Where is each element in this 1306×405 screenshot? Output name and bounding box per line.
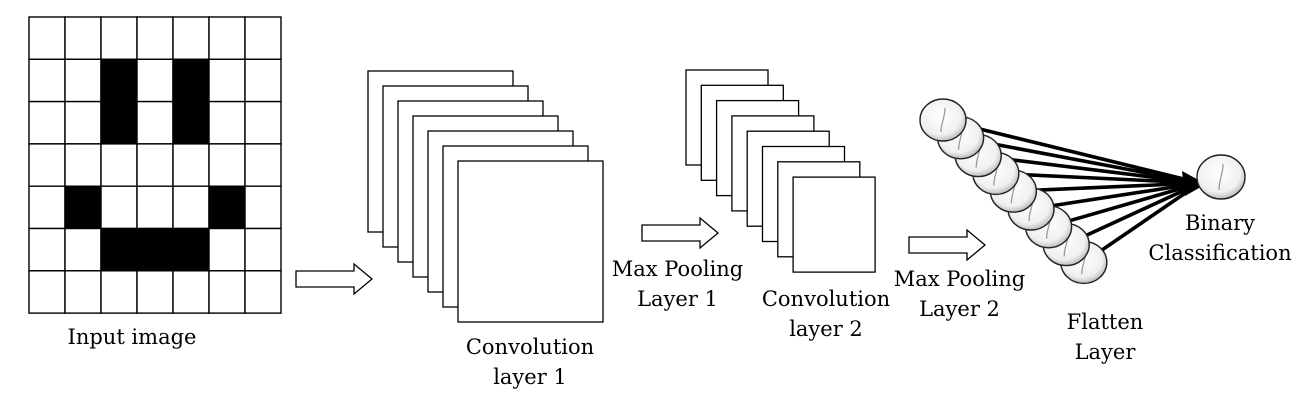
connection-line [995,171,1201,185]
grid-cell [244,270,282,314]
grid-cell-filled [172,58,210,103]
grid-cell [244,100,282,145]
feature-map [792,176,876,273]
grid-cell [28,143,66,187]
grid-cell-filled [64,185,102,230]
grid-cell-filled [172,227,210,272]
grid-cell [64,16,102,60]
connection-line [1013,181,1201,193]
grid-cell [208,100,246,145]
grid-cell [28,100,66,145]
grid-cell [64,227,102,272]
binary-classification-label: Binary Classification [1148,211,1292,265]
conv-layer-2-maps [685,69,876,273]
grid-cell [28,270,66,314]
grid-cell-filled [208,185,246,230]
grid-cell [244,227,282,272]
grid-cell-filled [172,100,210,145]
flatten-layer-label: Flatten Layer [1066,310,1144,364]
grid-cell-filled [100,227,138,272]
grid-cell [172,143,210,187]
activation-curve [1218,163,1224,191]
grid-cell [244,16,282,60]
arrow-conv1-to-pool1 [641,216,720,250]
grid-cell [172,16,210,60]
grid-cell [208,58,246,103]
grid-cell [64,58,102,103]
connection-line [960,136,1201,185]
max-pooling-layer-1-label: Max Pooling Layer 1 [611,257,744,311]
grid-cell [64,270,102,314]
input-image-label: Input image [67,325,197,349]
grid-cell [28,185,66,230]
grid-cell [172,270,210,314]
connection-line [1065,181,1201,247]
conv-layer-2-label: Convolution layer 2 [761,287,891,341]
grid-cell-filled [136,227,174,272]
grid-cell [28,58,66,103]
flatten-layer-nodes [919,98,1108,285]
grid-cell [208,227,246,272]
arrow-pool2-to-flatten [908,228,987,262]
grid-cell [64,143,102,187]
grid-cell [100,143,138,187]
grid-cell [100,16,138,60]
conv-layer-1-label: Convolution layer 1 [465,335,595,389]
feature-map [457,160,604,323]
grid-cell [136,185,174,230]
grid-cell [100,270,138,314]
grid-cell [136,143,174,187]
grid-cell [244,58,282,103]
grid-cell [136,58,174,103]
grid-cell [172,185,210,230]
activation-curve [940,107,946,133]
connection-line [1082,181,1202,264]
input-image-grid [28,16,282,314]
arrowhead [1182,171,1206,196]
connection-line [1048,181,1201,229]
connection-line [977,153,1201,185]
grid-cell [208,143,246,187]
connection-line [942,118,1201,185]
grid-cell [136,100,174,145]
grid-cell [28,16,66,60]
grid-cell [64,100,102,145]
grid-cell [208,16,246,60]
grid-cell [28,227,66,272]
grid-cell [136,270,174,314]
max-pooling-layer-2-label: Max Pooling Layer 2 [893,267,1026,321]
flow-arrows [295,216,987,296]
conv-layer-1-maps [367,70,604,323]
arrow-input-to-conv1 [295,262,374,296]
grid-cell [244,143,282,187]
grid-cell [208,270,246,314]
grid-cell [244,185,282,230]
connection-line [1030,181,1201,211]
grid-cell [136,16,174,60]
dense-connections [942,118,1206,264]
grid-cell-filled [100,58,138,103]
grid-cell [100,185,138,230]
output-node-group [1196,154,1246,200]
grid-cell-filled [100,100,138,145]
